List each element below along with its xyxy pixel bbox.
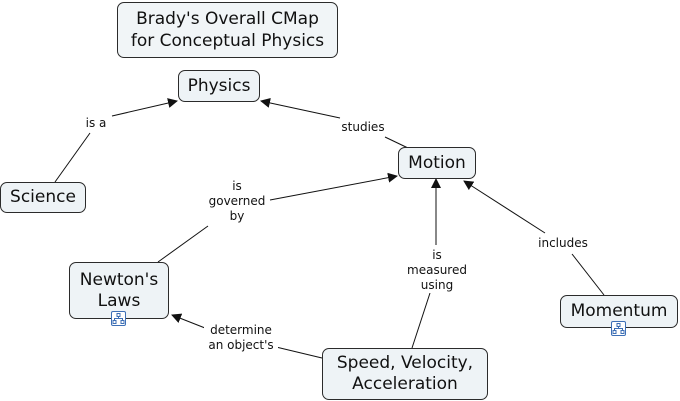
edge-is-a-physics	[111, 98, 178, 117]
submap-icon[interactable]	[611, 321, 626, 336]
link-includes: includes	[535, 236, 591, 251]
edge-momentum-includes	[571, 253, 605, 296]
link-is-a: is a	[82, 116, 110, 131]
map-title: Brady's Overall CMap for Conceptual Phys…	[117, 2, 338, 58]
concept-physics[interactable]: Physics	[178, 70, 260, 102]
link-determine: determine an object's	[204, 323, 278, 353]
link-is-measured-using: is measured using	[404, 248, 470, 293]
concept-motion[interactable]: Motion	[398, 147, 476, 179]
link-studies: studies	[340, 120, 386, 135]
edge-determine-newtons	[171, 313, 206, 329]
submap-icon[interactable]	[111, 311, 126, 326]
edge-newtons-governed	[157, 225, 209, 263]
edge-motion-studies	[384, 136, 409, 149]
edge-governed-motion	[269, 172, 398, 201]
edge-speed-measured	[411, 292, 431, 349]
edge-studies-physics	[260, 98, 341, 119]
edge-speed-determine	[275, 346, 323, 359]
edge-science-is-a	[54, 132, 91, 183]
concept-science[interactable]: Science	[0, 182, 86, 213]
concept-newtons-laws[interactable]: Newton's Laws	[69, 262, 169, 319]
edge-includes-motion	[463, 180, 546, 234]
concept-speed-velocity-acceleration[interactable]: Speed, Velocity, Acceleration	[322, 348, 488, 400]
link-is-governed-by: is governed by	[205, 179, 269, 224]
